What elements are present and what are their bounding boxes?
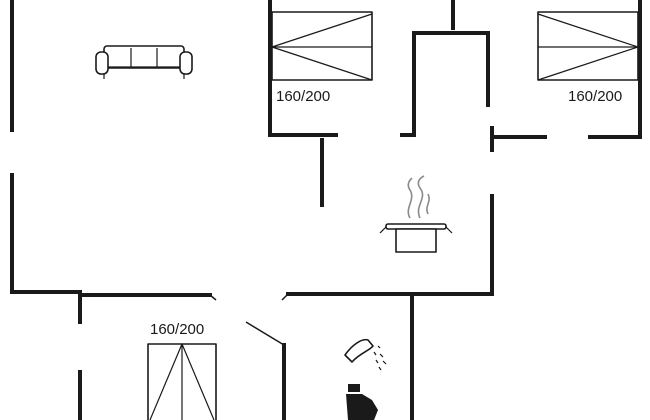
cooking-pot-icon	[379, 175, 453, 253]
toilet-icon	[346, 384, 378, 420]
walls	[10, 0, 642, 420]
door-swings	[209, 293, 289, 301]
bed-2-label: 160/200	[568, 88, 622, 105]
shower-icon	[344, 338, 387, 371]
sofa-icon	[95, 45, 193, 79]
bed-3-label: 160/200	[150, 321, 204, 338]
bed-2: 160/200	[537, 11, 639, 105]
bed-1-label: 160/200	[276, 88, 330, 105]
bed-3: 160/200	[147, 321, 217, 420]
bed-1: 160/200	[271, 11, 373, 105]
